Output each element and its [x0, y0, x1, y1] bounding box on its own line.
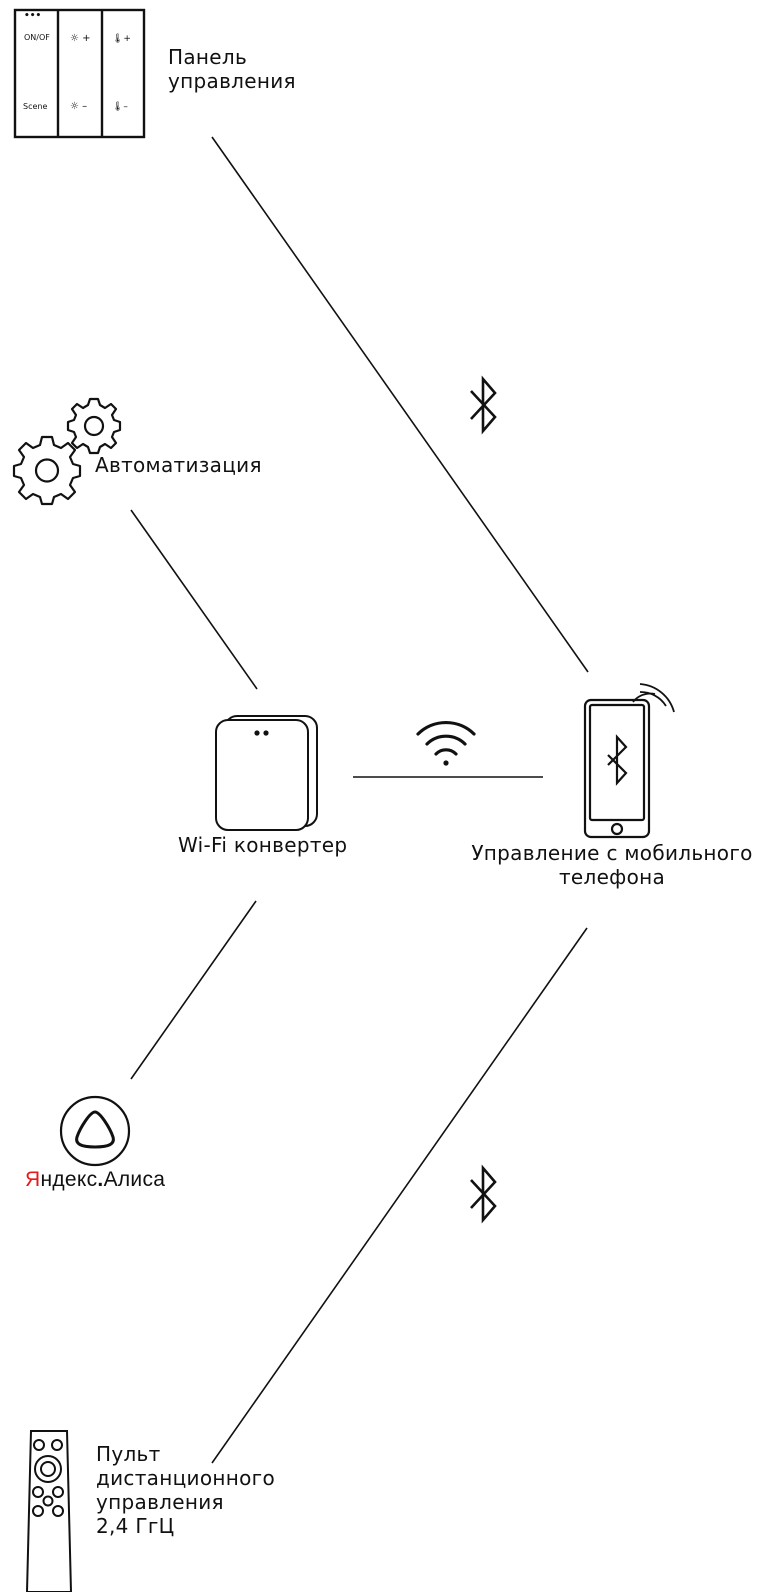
panel-dots: •••: [24, 11, 42, 21]
remote-label-line: Пульт: [96, 1442, 161, 1466]
control-panel-device: [13, 8, 146, 139]
panel-button-brightness-down: ☼ –: [70, 101, 88, 112]
gears-icon: [12, 397, 122, 506]
phone-label-line: телефона: [558, 865, 666, 889]
alice-label-dot: .: [97, 1168, 104, 1191]
link-panel-phone: [211, 136, 589, 673]
remote-label-line: управления: [96, 1490, 224, 1514]
phone-label-line: Управление с мобильного: [471, 841, 753, 865]
panel-button-temp-down: 🌡–: [112, 102, 128, 112]
alice-label-prefix: Я: [25, 1168, 41, 1191]
panel-label: Панель управления: [168, 45, 296, 93]
remote-label-line: дистанционного: [96, 1466, 275, 1490]
link-automation-converter: [130, 509, 258, 690]
phone-label: Управление с мобильного телефона: [462, 841, 762, 889]
phone-device: [583, 683, 675, 839]
alice-label: Яндекс.Алиса: [25, 1168, 165, 1192]
link-phone-remote: [211, 927, 588, 1464]
panel-button-brightness-up: ☼ +: [70, 33, 91, 44]
panel-button-onoff: ON/OF: [24, 33, 50, 42]
panel-label-line: управления: [168, 69, 296, 93]
wifi-converter-label: Wi-Fi конвертер: [178, 833, 348, 857]
panel-button-temp-up: 🌡+: [112, 34, 131, 44]
bluetooth-icon: [470, 375, 497, 435]
wifi-converter-device: [215, 715, 318, 831]
panel-label-line: Панель: [168, 45, 248, 69]
wifi-icon: [416, 720, 476, 766]
link-converter-alice: [130, 900, 257, 1080]
remote-label: Пульт дистанционного управления 2,4 ГгЦ: [96, 1442, 275, 1538]
remote-device: [25, 1430, 73, 1592]
automation-label: Автоматизация: [95, 453, 262, 477]
alice-label-rest: ндекс: [40, 1168, 98, 1191]
remote-label-line: 2,4 ГгЦ: [96, 1514, 175, 1538]
panel-button-scene: Scene: [23, 102, 48, 111]
alice-icon: [59, 1095, 131, 1167]
alice-label-end: Алиса: [103, 1168, 166, 1191]
bluetooth-icon: [470, 1164, 497, 1224]
